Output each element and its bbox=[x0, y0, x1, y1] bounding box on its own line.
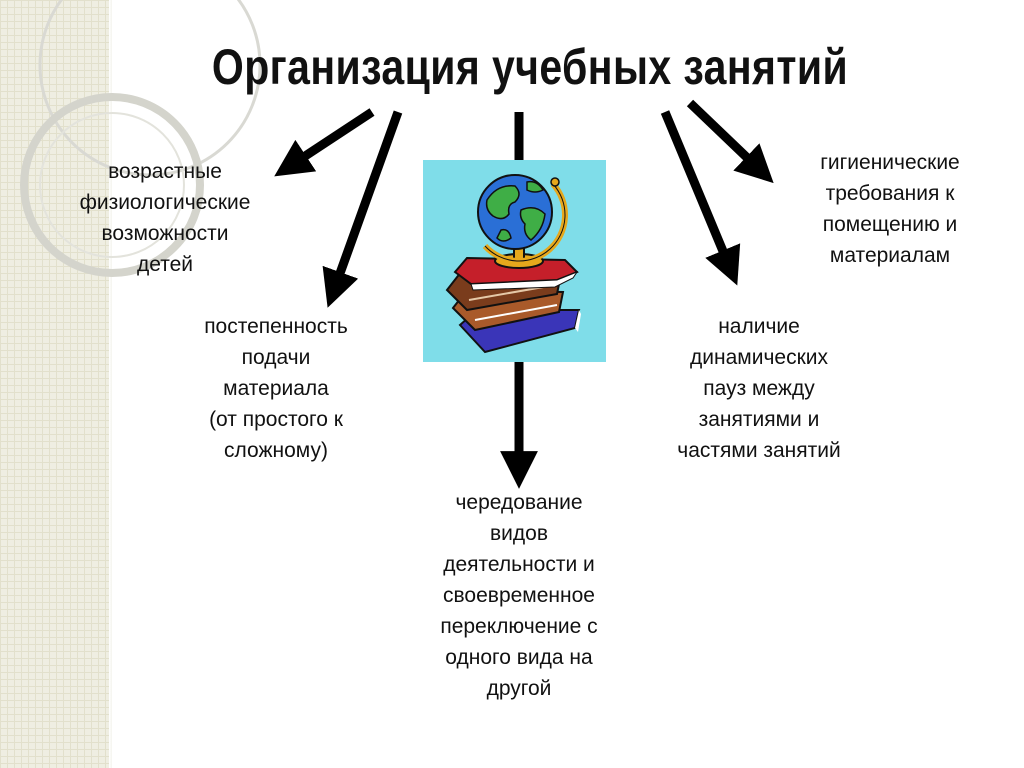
decorative-side-strip bbox=[0, 0, 112, 768]
arrow-to-dynamic-pauses bbox=[660, 110, 741, 286]
page-title: Организация учебных занятий bbox=[211, 39, 849, 95]
node-activity-alternation: чередование видов деятельности и своевре… bbox=[440, 491, 598, 700]
node-hygiene-requirements: гигиенические требования к помещению и м… bbox=[820, 151, 960, 267]
arrow-to-hygiene-requirements bbox=[686, 99, 774, 184]
globe-books-picture bbox=[423, 160, 606, 362]
arrow-to-gradual-delivery bbox=[322, 110, 403, 308]
book-stack-icon bbox=[445, 256, 581, 354]
globe-icon bbox=[477, 174, 569, 269]
node-age-capabilities: возрастные физиологические возможности д… bbox=[79, 160, 251, 276]
arrow-to-age-capabilities bbox=[274, 108, 375, 177]
node-dynamic-pauses: наличие динамических пауз между занятиям… bbox=[677, 315, 841, 462]
globe-and-books-illustration bbox=[445, 174, 581, 354]
node-gradual-delivery: постепенность подачи материала (от прост… bbox=[204, 315, 348, 462]
decorative-rings bbox=[20, 0, 262, 277]
